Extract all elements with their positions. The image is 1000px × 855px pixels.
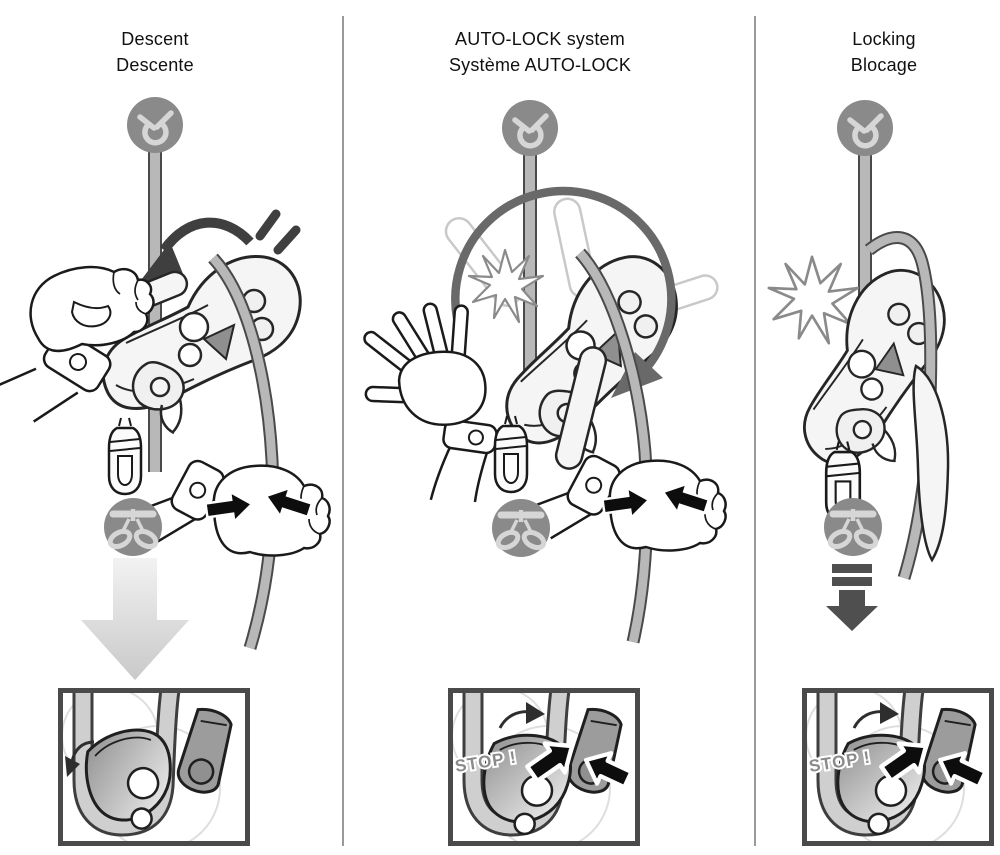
cam-engage-arrow-icon [852, 702, 899, 729]
descent-direction-arrow-icon [81, 558, 189, 680]
gloved-hand-on-handle [0, 265, 155, 423]
panel-locking-art: STOP ! [756, 0, 1000, 846]
inset-border [58, 688, 250, 846]
panel-title-locking: Locking Blocage [764, 26, 1000, 78]
panel-descent-art [0, 0, 331, 846]
device-handle-folded [912, 364, 950, 563]
locked-stop-arrow-icon [826, 564, 878, 631]
title-en: AUTO-LOCK system [455, 29, 625, 49]
harness-icon [824, 498, 882, 556]
title-en: Locking [852, 29, 916, 49]
panel-title-autolock: AUTO-LOCK system Système AUTO-LOCK [400, 26, 680, 78]
inset-detail-box: STOP ! [448, 688, 640, 846]
impact-burst-icon [767, 255, 859, 345]
inset-detail-box [58, 688, 250, 846]
anchor-carabiner-icon [502, 100, 558, 156]
panel-divider-2 [754, 16, 756, 846]
inset-detail-box: STOP ! [802, 688, 994, 846]
brake-rope [208, 253, 280, 650]
title-en: Descent [121, 29, 189, 49]
cam-release-arrow-icon [65, 740, 95, 777]
title-fr: Blocage [850, 55, 918, 75]
open-hand-released [363, 302, 498, 503]
panel-autolock-art: STOP ! [363, 0, 727, 846]
carabiner [493, 414, 529, 494]
panel-title-descent: Descent Descente [35, 26, 275, 78]
harness-icon [492, 499, 550, 557]
inset-border [448, 688, 640, 846]
brake-rope [575, 248, 654, 644]
title-fr: Système AUTO-LOCK [448, 55, 632, 75]
anchor-carabiner-icon [127, 97, 183, 153]
carabiner [107, 416, 143, 496]
cam-engage-arrow-icon [498, 702, 545, 729]
anchor-carabiner-icon [837, 100, 893, 156]
inset-border [802, 688, 994, 846]
catch-detail [172, 704, 241, 799]
panel-divider-1 [342, 16, 344, 846]
device-handle [554, 346, 608, 470]
harness-icon [104, 498, 162, 556]
title-fr: Descente [116, 55, 194, 75]
